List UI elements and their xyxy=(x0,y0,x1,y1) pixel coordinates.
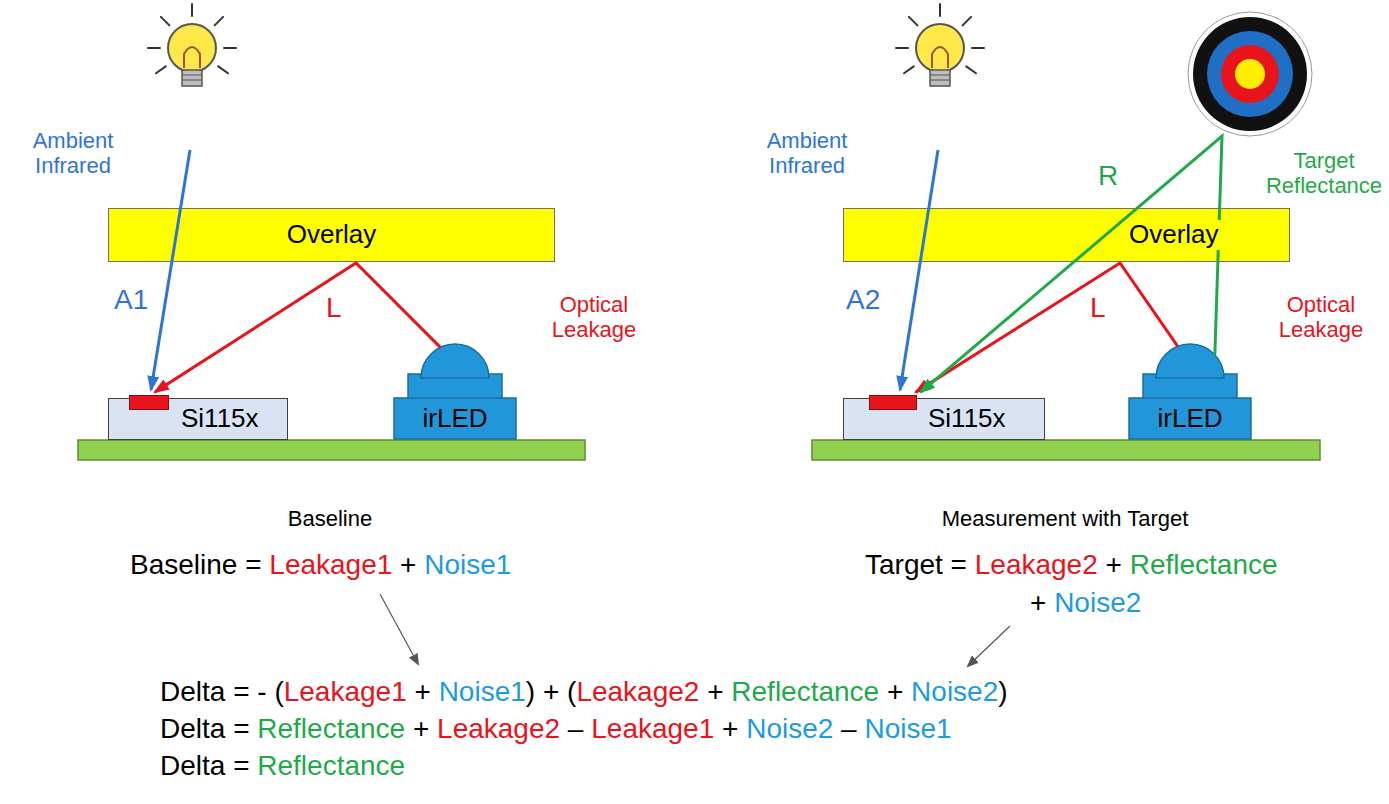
equation-term: Noise2 xyxy=(1054,586,1141,620)
node-label: irLED xyxy=(1157,404,1222,434)
text-label: Ambient Infrared xyxy=(752,128,862,179)
equation-term: Reflectance xyxy=(1130,548,1278,582)
equation-term: + xyxy=(1098,548,1130,582)
text-label: A2 xyxy=(846,284,880,316)
equation-term: + xyxy=(405,712,437,746)
text-label: Optical Leakage xyxy=(538,292,650,343)
photodiode xyxy=(129,395,169,410)
text-label: Ambient Infrared xyxy=(18,128,128,179)
annotation-text: Measurement with Target xyxy=(905,506,1225,531)
equation-term: + xyxy=(392,548,424,582)
ir-led: irLED xyxy=(1128,338,1252,440)
pcb-board xyxy=(812,440,1320,460)
equation-line: Target = Leakage2 + Reflectance xyxy=(865,548,1278,582)
ray-label: L xyxy=(326,292,342,324)
node-label: Overlay xyxy=(285,220,379,250)
annotation-text: Ambient Infrared xyxy=(18,128,128,179)
equation-term: + xyxy=(714,712,746,746)
text-label: Optical Leakage xyxy=(1262,292,1380,343)
equation-term: + xyxy=(699,675,731,709)
equation-term: Noise2 xyxy=(911,675,998,709)
equation-term: + xyxy=(407,675,439,709)
annotation-text: Baseline xyxy=(230,506,430,531)
annotation-text: Ambient Infrared xyxy=(752,128,862,179)
annotation-text: Optical Leakage xyxy=(538,292,650,343)
equation-term: ) xyxy=(998,675,1007,709)
target-symbol xyxy=(1188,12,1312,136)
leakage-ray xyxy=(916,263,1178,392)
overlay-panel: Overlay xyxy=(843,208,1290,262)
equation-term: Noise1 xyxy=(439,675,526,709)
equation-line: Delta = Reflectance + Leakage2 – Leakage… xyxy=(160,712,952,746)
pcb-board xyxy=(78,440,585,460)
text-label: Measurement with Target xyxy=(905,506,1225,531)
equation-term: ) + ( xyxy=(526,675,577,709)
equation-term: + xyxy=(879,675,911,709)
equation-term: – xyxy=(560,712,591,746)
equation-term: Reflectance xyxy=(257,749,405,783)
annotation-text: A2 xyxy=(846,284,880,316)
pointer-arrow xyxy=(380,594,418,664)
equation-term: Leakage1 xyxy=(269,548,392,582)
equation-term: Delta = - ( xyxy=(160,675,284,709)
ambient-ray xyxy=(151,150,190,390)
equation-term: Baseline = xyxy=(130,548,269,582)
sensor-chip: Si115x xyxy=(108,398,288,440)
node-label: Si115x xyxy=(181,404,259,434)
text-label: A1 xyxy=(114,284,148,316)
equation-term: Noise2 xyxy=(746,712,833,746)
ray-label: R xyxy=(1098,160,1118,192)
light-bulb xyxy=(896,4,984,86)
equation-term: Leakage2 xyxy=(437,712,560,746)
annotation-text: Optical Leakage xyxy=(1262,292,1380,343)
ambient-ray xyxy=(900,150,938,390)
annotation-text: Target Reflectance xyxy=(1264,148,1384,199)
equation-line: Delta = Reflectance xyxy=(160,749,405,783)
equation-term: Delta = xyxy=(160,749,257,783)
edge-label-box: L xyxy=(1090,292,1106,324)
equation-line: Baseline = Leakage1 + Noise1 xyxy=(130,548,511,582)
equation-term: Noise1 xyxy=(864,712,951,746)
light-bulb xyxy=(148,4,236,86)
equation-term: – xyxy=(833,712,864,746)
photodiode xyxy=(869,395,917,410)
equation-term: Reflectance xyxy=(257,712,405,746)
equation-term: Leakage1 xyxy=(284,675,407,709)
node-label: Overlay xyxy=(1127,220,1221,250)
node-label: irLED xyxy=(422,404,487,434)
equation-term: Target = xyxy=(865,548,975,582)
equation-term: Noise1 xyxy=(424,548,511,582)
ray-label: L xyxy=(1090,292,1106,324)
pointer-arrow xyxy=(968,626,1010,666)
sensor-chip: Si115x xyxy=(843,398,1045,440)
reflectance-ray xyxy=(921,136,1222,392)
text-label: Target Reflectance xyxy=(1264,148,1384,199)
equation-term: Reflectance xyxy=(731,675,879,709)
edge-label-box: L xyxy=(326,292,342,324)
equation-term: Delta = xyxy=(160,712,257,746)
annotation-text: A1 xyxy=(114,284,148,316)
equation-term: Leakage1 xyxy=(591,712,714,746)
equation-term: + xyxy=(1030,586,1054,620)
edge-label-box: R xyxy=(1098,160,1118,192)
equation-term: Leakage2 xyxy=(576,675,699,709)
leakage-ray xyxy=(155,263,440,392)
ir-led: irLED xyxy=(393,338,517,440)
equation-line: + Noise2 xyxy=(1030,586,1141,620)
node-label: Si115x xyxy=(928,404,1006,434)
equation-term: Leakage2 xyxy=(975,548,1098,582)
equation-line: Delta = - (Leakage1 + Noise1) + (Leakage… xyxy=(160,675,1008,709)
text-label: Baseline xyxy=(230,506,430,531)
